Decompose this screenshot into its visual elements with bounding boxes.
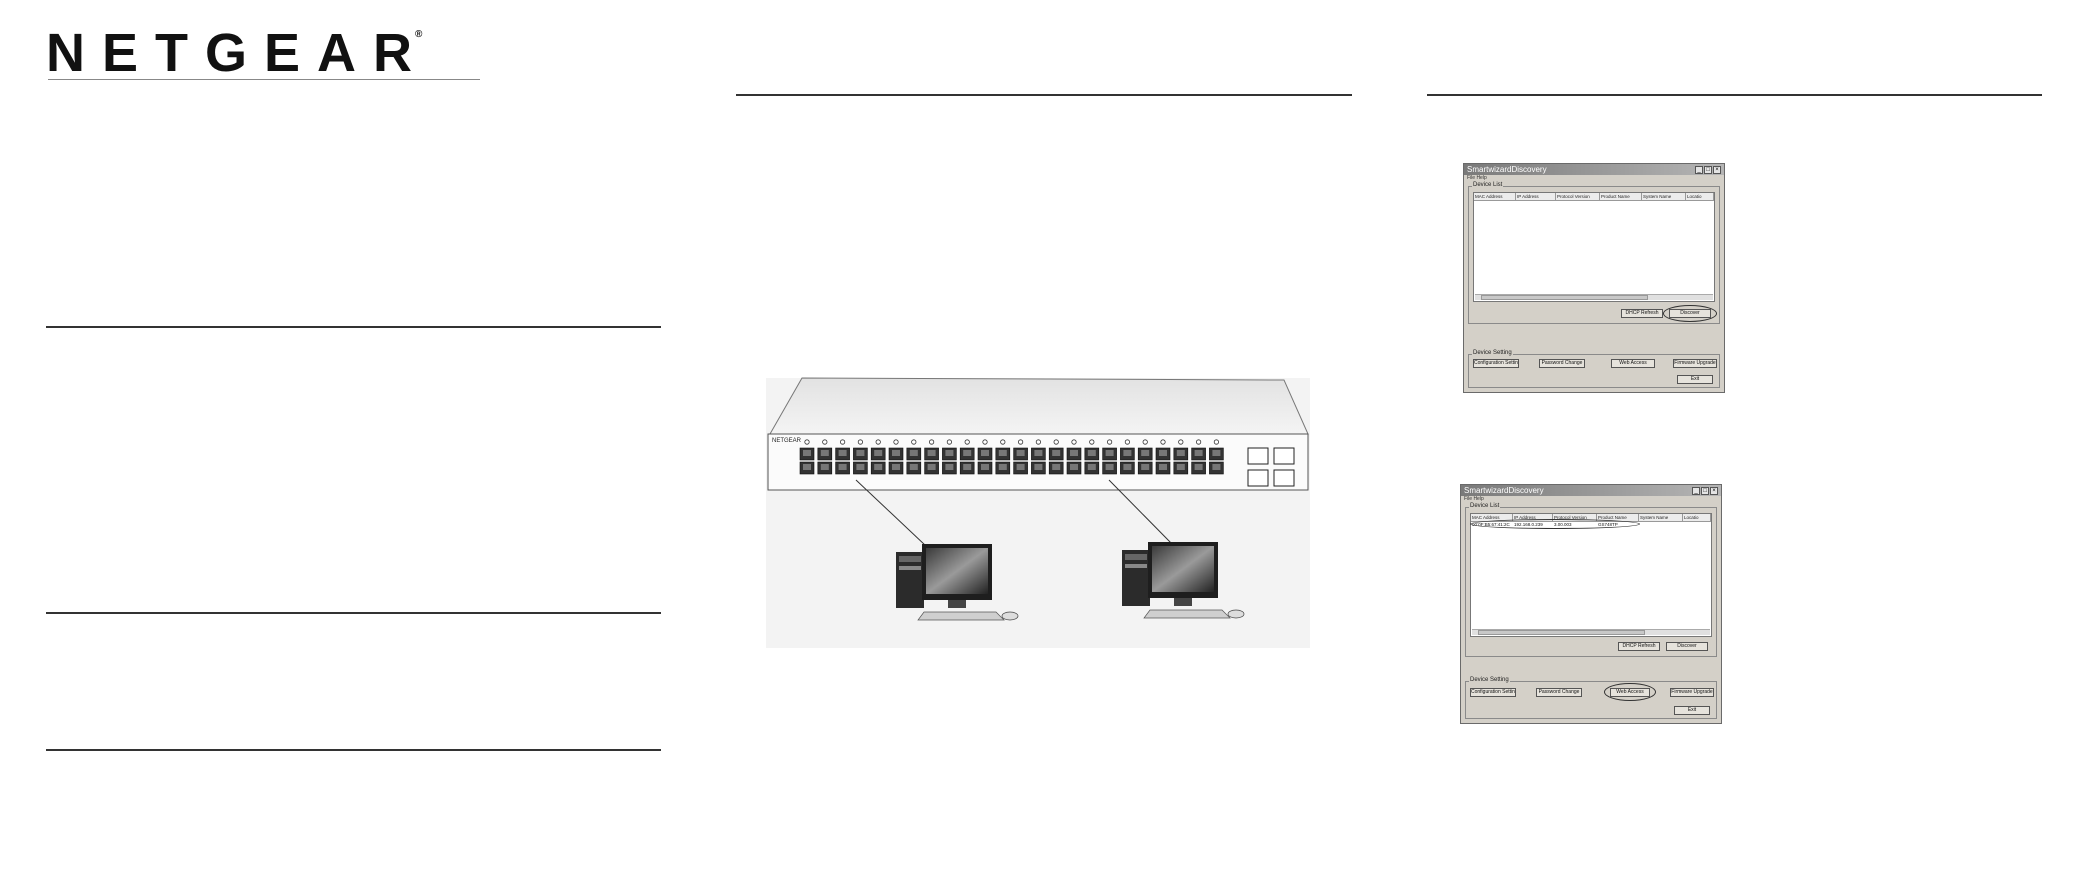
minimize-icon[interactable]: _ xyxy=(1692,487,1700,495)
horizontal-scrollbar[interactable] xyxy=(1475,294,1713,300)
menu-bar[interactable]: File Help xyxy=(1464,175,1724,181)
discover-button[interactable]: Discover xyxy=(1666,642,1708,651)
device-setting-group: Device Setting Configuration Setting Pas… xyxy=(1465,681,1717,719)
close-icon[interactable]: × xyxy=(1713,166,1721,174)
table-header: MAC Address IP Address Protocol Version … xyxy=(1474,193,1714,201)
sfp-slot xyxy=(1248,448,1268,464)
port-led xyxy=(929,440,933,444)
web-access-button[interactable]: Web Access xyxy=(1611,359,1655,368)
port-led xyxy=(1125,440,1129,444)
highlight-circle xyxy=(1470,519,1640,529)
column-header[interactable]: Locatio xyxy=(1686,193,1714,200)
highlight-circle xyxy=(1663,305,1717,322)
logo-text: NETGEAR xyxy=(46,23,429,83)
port-led xyxy=(1054,440,1058,444)
port-led xyxy=(947,440,951,444)
device-setting-label: Device Setting xyxy=(1469,677,1510,683)
column-header[interactable]: Protocol Version xyxy=(1556,193,1600,200)
port-led xyxy=(1090,440,1094,444)
switch-brand-label: NETGEAR xyxy=(772,438,802,444)
switch-illustration: NETGEAR xyxy=(764,370,1312,652)
column-header[interactable]: Locatio xyxy=(1683,514,1711,521)
device-list-label: Device List xyxy=(1472,182,1503,188)
section-divider xyxy=(46,326,661,328)
section-divider xyxy=(46,749,661,751)
column-header[interactable]: MAC Address xyxy=(1474,193,1516,200)
password-change-button[interactable]: Password Change xyxy=(1539,359,1585,368)
firmware-upgrade-button[interactable]: Firmware Upgrade xyxy=(1673,359,1717,368)
configuration-setting-button[interactable]: Configuration Setting xyxy=(1473,359,1519,368)
device-list-table[interactable]: MAC Address IP Address Protocol Version … xyxy=(1470,513,1712,637)
port-led xyxy=(1072,440,1076,444)
port-led xyxy=(805,440,809,444)
port-led xyxy=(1196,440,1200,444)
dhcp-refresh-button[interactable]: DHCP Refresh xyxy=(1621,309,1663,318)
close-icon[interactable]: × xyxy=(1710,487,1718,495)
table-cell xyxy=(1639,522,1683,528)
port-led xyxy=(876,440,880,444)
logo-underline xyxy=(48,79,480,80)
device-setting-group: Device Setting Configuration Setting Pas… xyxy=(1468,354,1720,388)
horizontal-scrollbar[interactable] xyxy=(1472,629,1710,635)
column-header-rule xyxy=(736,94,1352,96)
port-led xyxy=(1036,440,1040,444)
port-led xyxy=(1214,440,1218,444)
configuration-setting-button[interactable]: Configuration Setting xyxy=(1470,688,1516,697)
netgear-logo: NETGEAR® xyxy=(46,26,436,80)
device-list-group: Device List MAC Address IP Address Proto… xyxy=(1465,507,1717,657)
sfp-slot xyxy=(1248,470,1268,486)
port-led xyxy=(965,440,969,444)
port-led xyxy=(823,440,827,444)
window-titlebar: SmartwizardDiscovery _ □ × xyxy=(1461,485,1721,496)
port-led xyxy=(1179,440,1183,444)
menu-bar[interactable]: File Help xyxy=(1461,496,1721,502)
highlight-circle xyxy=(1604,683,1656,701)
section-divider xyxy=(46,612,661,614)
port-led xyxy=(1161,440,1165,444)
device-list-group: Device List MAC Address IP Address Proto… xyxy=(1468,186,1720,324)
minimize-icon[interactable]: _ xyxy=(1695,166,1703,174)
port-led xyxy=(1107,440,1111,444)
window-title: SmartwizardDiscovery xyxy=(1464,486,1691,495)
column-header-rule xyxy=(1427,94,2042,96)
column-header[interactable]: System Name xyxy=(1639,514,1683,521)
device-list-table[interactable]: MAC Address IP Address Protocol Version … xyxy=(1473,192,1715,302)
exit-button[interactable]: Exit xyxy=(1674,706,1710,715)
discovery-window-before: SmartwizardDiscovery _ □ × File Help Dev… xyxy=(1463,163,1725,393)
port-led xyxy=(1143,440,1147,444)
connection-diagram: NETGEAR xyxy=(764,370,1312,652)
port-led xyxy=(894,440,898,444)
port-led xyxy=(1001,440,1005,444)
port-led xyxy=(1018,440,1022,444)
table-cell xyxy=(1683,522,1711,528)
port-led xyxy=(983,440,987,444)
port-led xyxy=(840,440,844,444)
port-led xyxy=(858,440,862,444)
dhcp-refresh-button[interactable]: DHCP Refresh xyxy=(1618,642,1660,651)
firmware-upgrade-button[interactable]: Firmware Upgrade xyxy=(1670,688,1714,697)
device-setting-label: Device Setting xyxy=(1472,350,1513,356)
exit-button[interactable]: Exit xyxy=(1677,375,1713,384)
column-header[interactable]: Product Name xyxy=(1600,193,1642,200)
maximize-icon[interactable]: □ xyxy=(1701,487,1709,495)
column-header[interactable]: System Name xyxy=(1642,193,1686,200)
registered-mark: ® xyxy=(415,29,422,40)
window-titlebar: SmartwizardDiscovery _ □ × xyxy=(1464,164,1724,175)
discovery-window-after: SmartwizardDiscovery _ □ × File Help Dev… xyxy=(1460,484,1722,724)
sfp-slot xyxy=(1274,448,1294,464)
device-list-label: Device List xyxy=(1469,503,1500,509)
sfp-slot xyxy=(1274,470,1294,486)
window-title: SmartwizardDiscovery xyxy=(1467,165,1694,174)
column-header[interactable]: IP Address xyxy=(1516,193,1556,200)
password-change-button[interactable]: Password Change xyxy=(1536,688,1582,697)
maximize-icon[interactable]: □ xyxy=(1704,166,1712,174)
port-led xyxy=(912,440,916,444)
